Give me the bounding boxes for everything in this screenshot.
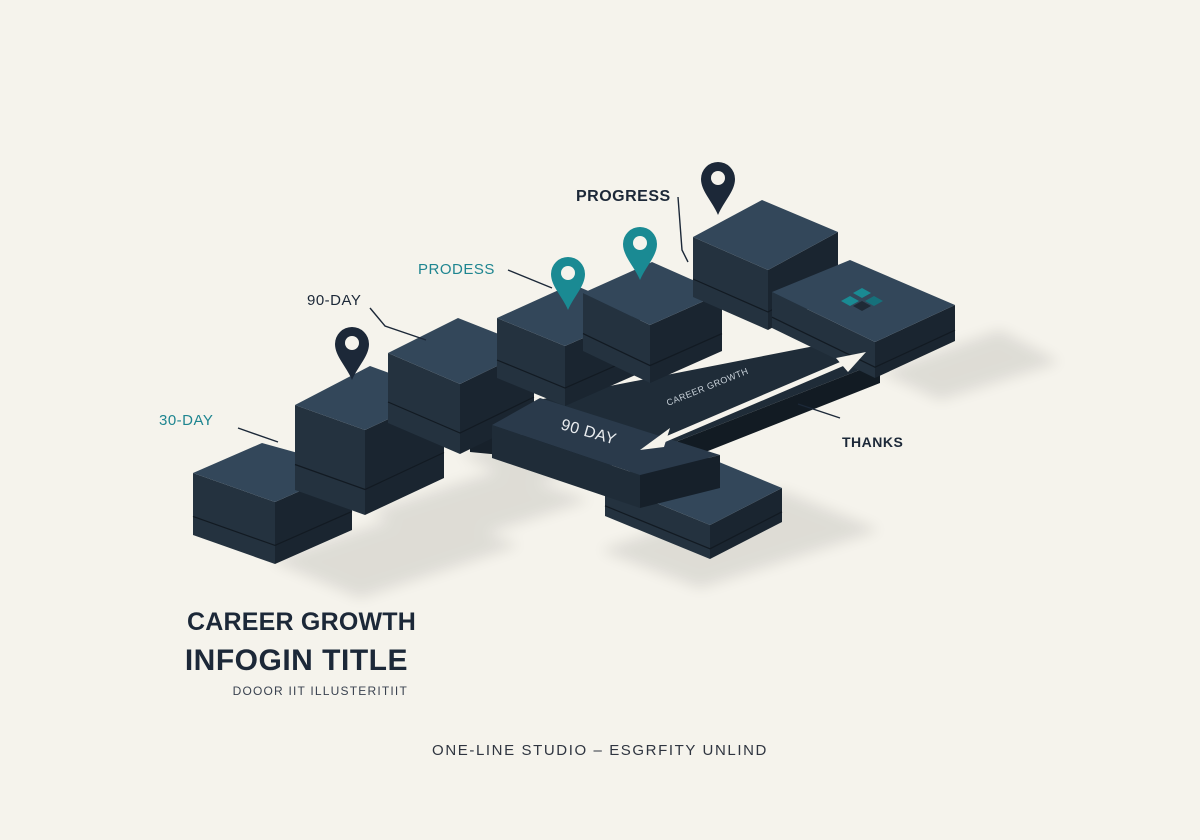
label-thanks: THANKS xyxy=(842,434,903,450)
double-arrow-icon xyxy=(640,352,866,450)
block-seam xyxy=(294,451,445,491)
pin-hole xyxy=(345,336,359,350)
map-pin-dark-icon xyxy=(335,327,369,380)
block-left-face xyxy=(295,405,365,515)
block-left-face xyxy=(497,318,565,406)
block-top-face xyxy=(772,260,955,342)
pin-body xyxy=(623,227,657,280)
block-top-face xyxy=(693,200,838,270)
block-left-face xyxy=(583,293,650,383)
label-prodess: PRODESS xyxy=(418,261,495,278)
map-pin-teal-icon xyxy=(623,227,657,280)
block-right-face xyxy=(710,488,782,559)
block-left-face xyxy=(193,473,275,564)
block-left-face xyxy=(693,237,768,330)
label-90-day: 90-DAY xyxy=(307,292,361,309)
pin-hole xyxy=(561,266,575,280)
block-left-face xyxy=(388,353,460,454)
title-line-1: CAREER GROWTH xyxy=(187,608,416,636)
block-seam xyxy=(604,505,783,550)
subtitle: DOOOR IIT ILLUSTERITIIT xyxy=(232,684,408,698)
block-right-face xyxy=(650,293,722,383)
map-pin-teal-icon xyxy=(551,257,585,310)
pin-body xyxy=(335,327,369,380)
pin-hole xyxy=(633,236,647,250)
block-right-face xyxy=(875,305,955,378)
label-progress: PROGRESS xyxy=(576,188,671,205)
ninety-day-bar xyxy=(492,398,720,508)
page-title: INFOGIN TITLE xyxy=(184,644,408,677)
footer-credit: ONE-LINE STUDIO – ESGRFITY UNLIND xyxy=(432,742,768,759)
leaf-cluster-icon xyxy=(841,288,883,311)
block-seam xyxy=(582,333,723,367)
leader-lines xyxy=(237,196,841,443)
block-seam xyxy=(387,396,535,434)
block-seam xyxy=(192,510,353,547)
pin-body xyxy=(701,162,735,215)
pin-hole xyxy=(711,171,725,185)
block-top-face xyxy=(583,262,722,325)
step-block-5 xyxy=(582,262,723,383)
map-pin-dark-icon xyxy=(701,162,735,215)
pin-body xyxy=(551,257,585,310)
block-seam xyxy=(771,316,956,368)
label-30-day: 30-DAY xyxy=(159,412,213,429)
